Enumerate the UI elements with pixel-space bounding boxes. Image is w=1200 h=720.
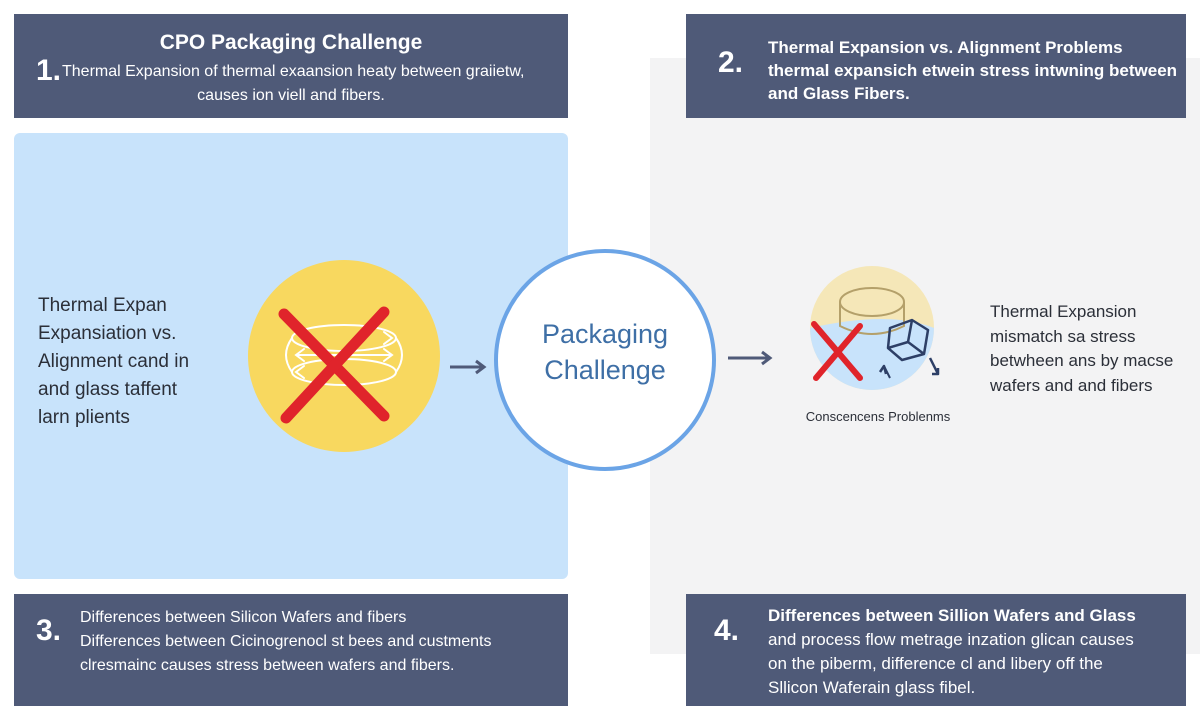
panel-4-line-1: Differences between Sillion Wafers and G…: [768, 606, 1136, 625]
panel-1-line-1: Thermal Expansion of thermal exaansion h…: [62, 63, 525, 80]
right-description: Thermal Expansion mismatch sa stress bet…: [990, 300, 1190, 398]
center-label: Packaging Challenge: [494, 316, 716, 388]
left-text-line-4: and glass taffent: [38, 379, 178, 400]
panel-1: CPO Packaging Challenge 1. Thermal Expan…: [14, 14, 568, 118]
left-description: Thermal Expan Expansiation vs. Alignment…: [38, 292, 238, 432]
panel-2-line-3: and Glass Fibers.: [768, 84, 910, 103]
panel-2-number: 2.: [718, 46, 744, 79]
wafer-fiber-icon: [810, 266, 940, 390]
right-text-line-4: wafers and and fibers: [990, 375, 1153, 395]
panel-4-line-2: and process flow metrage inzation glican…: [768, 630, 1134, 649]
center-label-line-1: Packaging: [541, 319, 669, 349]
panel-3-line-1: Differences between Silicon Wafers and f…: [80, 609, 407, 626]
left-text-line-1: Thermal Expan: [38, 295, 167, 316]
right-text-line-2: mismatch sa stress: [990, 326, 1136, 346]
panel-1-number: 1.: [36, 54, 62, 87]
center-label-line-2: Challenge: [544, 355, 666, 385]
panel-1-line-2: causes ion viell and fibers.: [197, 87, 385, 104]
panel-3-line-3: clresmainc causes stress between wafers …: [80, 657, 455, 674]
arrow-right-icon: [450, 359, 487, 375]
right-text-line-1: Thermal Expansion: [990, 302, 1137, 321]
center-circle: [494, 249, 716, 471]
panel-2: 2. Thermal Expansion vs. Alignment Probl…: [686, 14, 1186, 118]
panel-2-line-1: Thermal Expansion vs. Alignment Problems: [768, 38, 1123, 57]
panel-2-line-2: thermal expansich etwein stress intwning…: [768, 61, 1178, 80]
arrow-right-icon-2: [728, 350, 773, 366]
left-text-line-2: Expansiation vs.: [38, 323, 177, 344]
panel-4-line-3: on the piberm, difference cl and libery …: [768, 654, 1103, 673]
red-x-icon: [278, 306, 390, 424]
panel-3-line-2: Differences between Cicinogrenocl st bee…: [80, 633, 492, 650]
panel-4-number: 4.: [714, 614, 740, 647]
red-x-icon-2: [811, 321, 863, 381]
right-caption: Conscencens Problenms: [805, 409, 951, 424]
right-text-line-3: betwheen ans by macse: [990, 351, 1174, 370]
expansion-arrows-icon: [248, 260, 440, 452]
panel-4-line-4: Sllicon Waferain glass fibel.: [768, 678, 976, 697]
panel-3-number: 3.: [36, 614, 62, 647]
panel-1-title: CPO Packaging Challenge: [159, 31, 423, 54]
panel-4: 4. Differences between Sillion Wafers an…: [686, 594, 1186, 706]
panel-3: 3. Differences between Silicon Wafers an…: [14, 594, 568, 706]
left-text-line-5: larn plients: [38, 407, 130, 428]
left-text-line-3: Alignment cand in: [38, 351, 190, 372]
